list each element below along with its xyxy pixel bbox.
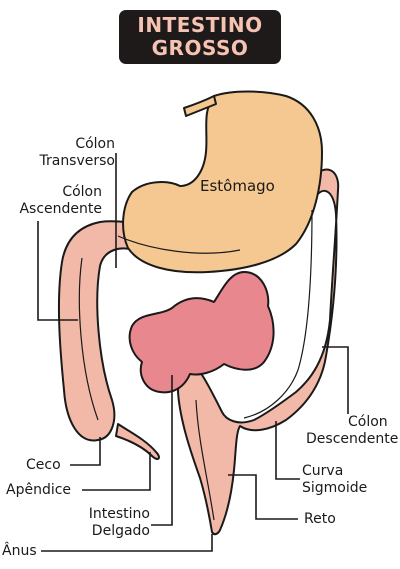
stomach: [122, 90, 323, 274]
rectum-inner-line: [195, 399, 215, 521]
label-anus: Ânus: [2, 543, 37, 559]
leader-intestino-delgado: [151, 375, 173, 526]
label-reto: Reto: [304, 511, 336, 527]
label-colon-transverso: Cólon Transverso: [39, 136, 115, 169]
label-intestino-delgado: Intestino Delgado: [88, 506, 150, 539]
label-estomago: Estômago: [200, 177, 275, 195]
leader-reto: [228, 474, 298, 520]
label-apendice: Apêndice: [6, 482, 72, 498]
small-intestine: [128, 271, 275, 394]
leader-colon-ascendente: [37, 221, 78, 321]
title-banner: INTESTINO GROSSO: [119, 10, 281, 64]
leader-apendice: [82, 452, 151, 491]
label-curva-sigmoide: Curva Sigmoide: [302, 463, 368, 496]
leader-curva-sigmoide: [275, 421, 300, 480]
esophagus: [183, 95, 217, 117]
title-line-1: INTESTINO: [137, 13, 263, 37]
transverse-colon-inner-line: [117, 235, 241, 254]
label-colon-ascendente: Cólon Ascendente: [19, 184, 102, 217]
descending-colon-inner-line: [243, 209, 313, 419]
title-line-2: GROSSO: [151, 36, 249, 60]
label-colon-descendente: Cólon Descendente: [306, 414, 399, 447]
leader-ceco: [70, 437, 101, 466]
label-ceco: Ceco: [26, 457, 61, 473]
leader-colon-descendente: [322, 346, 349, 414]
leader-anus: [41, 534, 213, 552]
ascending-colon-inner-line: [78, 257, 99, 421]
appendix: [115, 423, 160, 460]
